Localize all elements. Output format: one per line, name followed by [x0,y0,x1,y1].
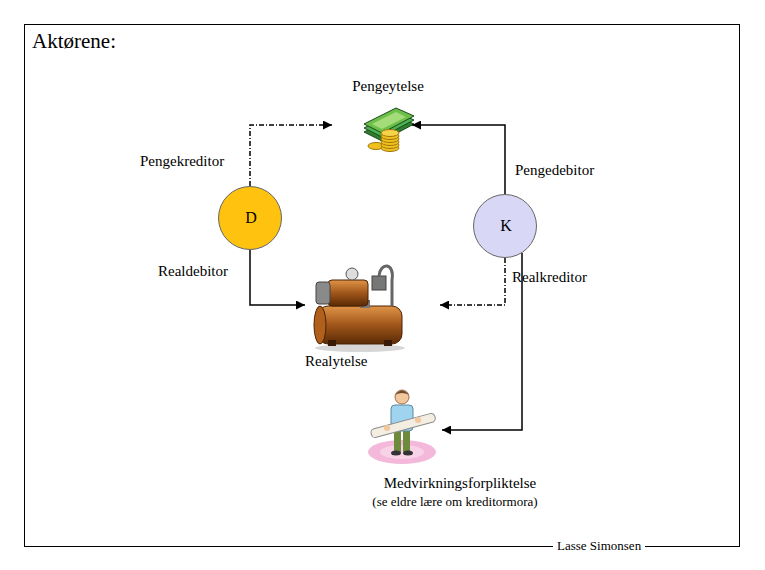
hair [395,391,409,396]
node-text: Medvirkningsforpliktelse [350,474,570,492]
hose [379,266,392,306]
diagram-title: Aktørene: [32,29,116,54]
tank-foot [384,340,392,346]
motor-cap [316,282,330,304]
money-illustration [364,108,414,152]
bill-stripe [372,112,406,129]
role-label: Realdebitor [158,262,228,280]
role-label: Pengekreditor [140,152,224,170]
pump-node: Realytelse [305,262,440,350]
node-text: Pengeytelse [328,77,448,95]
obligation-connector [412,125,505,194]
node-text: K [474,195,538,257]
role-label: Realkreditor [512,268,587,286]
tank-end [314,306,326,344]
node-text: Realytelse [305,352,367,370]
money-node: Pengeytelse [332,103,412,153]
node-text: (se eldre lære om kreditormora) [340,494,570,510]
party-circle: D [218,186,282,250]
claim-connector [440,258,505,305]
gauge [346,268,358,280]
role-label: Pengedebitor [515,161,594,179]
obligation-connector [442,253,522,430]
tank-foot [328,340,336,346]
party-circle: K [473,194,537,258]
person-node: Medvirkningsforpliktelse(se eldre lære o… [365,388,442,468]
hand [384,425,390,431]
floor-spot [368,440,436,464]
obligation-connector [250,250,305,305]
shoe [403,451,413,456]
floor-spot [380,445,424,459]
hand [415,417,421,423]
head [395,390,409,404]
node-text: D [219,187,283,249]
pump-illustration [314,266,405,352]
author-credit: Lasse Simonsen [553,538,645,554]
pump-tank [318,306,402,344]
person-illustration [368,390,436,464]
paper-roll [370,413,436,439]
claim-connector [250,125,332,186]
leg [403,428,410,452]
pump-motor [328,280,368,306]
pressure-switch [372,276,386,290]
coin [381,130,399,137]
shoe [391,451,401,456]
